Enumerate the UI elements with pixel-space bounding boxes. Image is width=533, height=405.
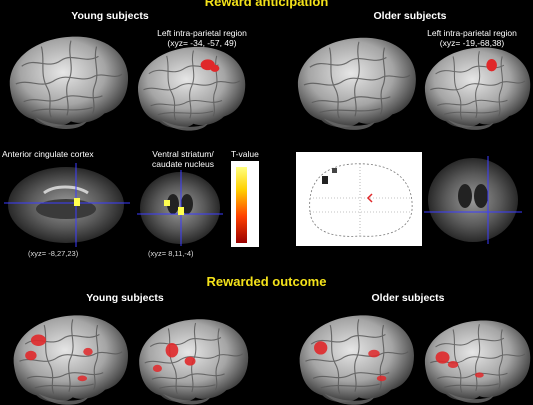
label-vs-line1: Ventral striatum/ <box>152 149 214 159</box>
activation-blob <box>475 372 484 378</box>
group-heading-older: Older subjects <box>373 10 447 22</box>
brain-older-lateral-top <box>297 37 417 131</box>
cursor-arrow-icon <box>366 193 373 203</box>
activation-blob <box>447 361 459 369</box>
brain-young-medial-bottom <box>138 318 249 405</box>
activation-blob <box>435 351 450 364</box>
activation-blob <box>210 64 220 72</box>
label-lip-old: Left intra-parietal region (xyz= -19,-68… <box>408 28 533 48</box>
label-tvalue: T-value <box>231 149 259 159</box>
activation-blob <box>184 356 196 366</box>
mri-coronal-vs <box>137 170 223 246</box>
activation-blob <box>486 59 497 72</box>
activation-blob <box>74 198 80 206</box>
label-vs-line2: caudate nucleus <box>152 159 214 169</box>
activation-blob <box>368 349 380 358</box>
glass-brain <box>296 152 422 246</box>
label-lip-young-line1: Left intra-parietal region <box>157 28 247 38</box>
brain-young-lip-top <box>137 46 246 132</box>
activation-blob <box>25 350 37 361</box>
glass-activation <box>322 176 328 184</box>
label-vs: Ventral striatum/ caudate nucleus <box>138 149 228 169</box>
glass-activation <box>332 168 337 173</box>
activation-blob <box>164 200 170 206</box>
activation-blob <box>77 375 88 382</box>
activation-blob <box>165 342 179 358</box>
brain-young-lateral-top <box>9 35 129 130</box>
section-title-anticipation: Reward anticipation <box>204 0 329 9</box>
mri-coronal-older <box>424 156 522 244</box>
group-heading-young: Young subjects <box>71 10 149 22</box>
group-heading-older-bottom: Older subjects <box>371 292 445 304</box>
activation-blob <box>314 341 328 355</box>
activation-blob <box>83 347 93 356</box>
coord-acc: (xyz= -8,27,23) <box>28 249 79 258</box>
brain-older-medial-bottom <box>424 320 531 404</box>
brain-older-lateral-bottom <box>299 314 415 405</box>
tvalue-gradient <box>236 167 247 243</box>
label-lip-young: Left intra-parietal region (xyz= -34, -5… <box>132 28 272 48</box>
section-title-outcome: Rewarded outcome <box>206 274 327 289</box>
tvalue-colorbar <box>231 161 259 247</box>
mri-sagittal-acc <box>4 163 130 247</box>
group-heading-young-bottom: Young subjects <box>86 292 164 304</box>
coord-vs: (xyz= 8,11,-4) <box>148 249 194 258</box>
label-lip-young-line2: (xyz= -34, -57, 49) <box>167 38 237 48</box>
activation-blob <box>178 207 184 215</box>
label-lip-old-line1: Left intra-parietal region <box>427 28 517 38</box>
label-acc: Anterior cingulate cortex <box>2 149 94 159</box>
label-lip-old-line2: (xyz= -19,-68,38) <box>439 38 505 48</box>
activation-blob <box>30 334 47 346</box>
brain-older-lip-top <box>424 47 531 131</box>
activation-blob <box>376 375 387 382</box>
brain-young-lateral-bottom <box>13 314 129 405</box>
activation-blob <box>152 364 162 373</box>
